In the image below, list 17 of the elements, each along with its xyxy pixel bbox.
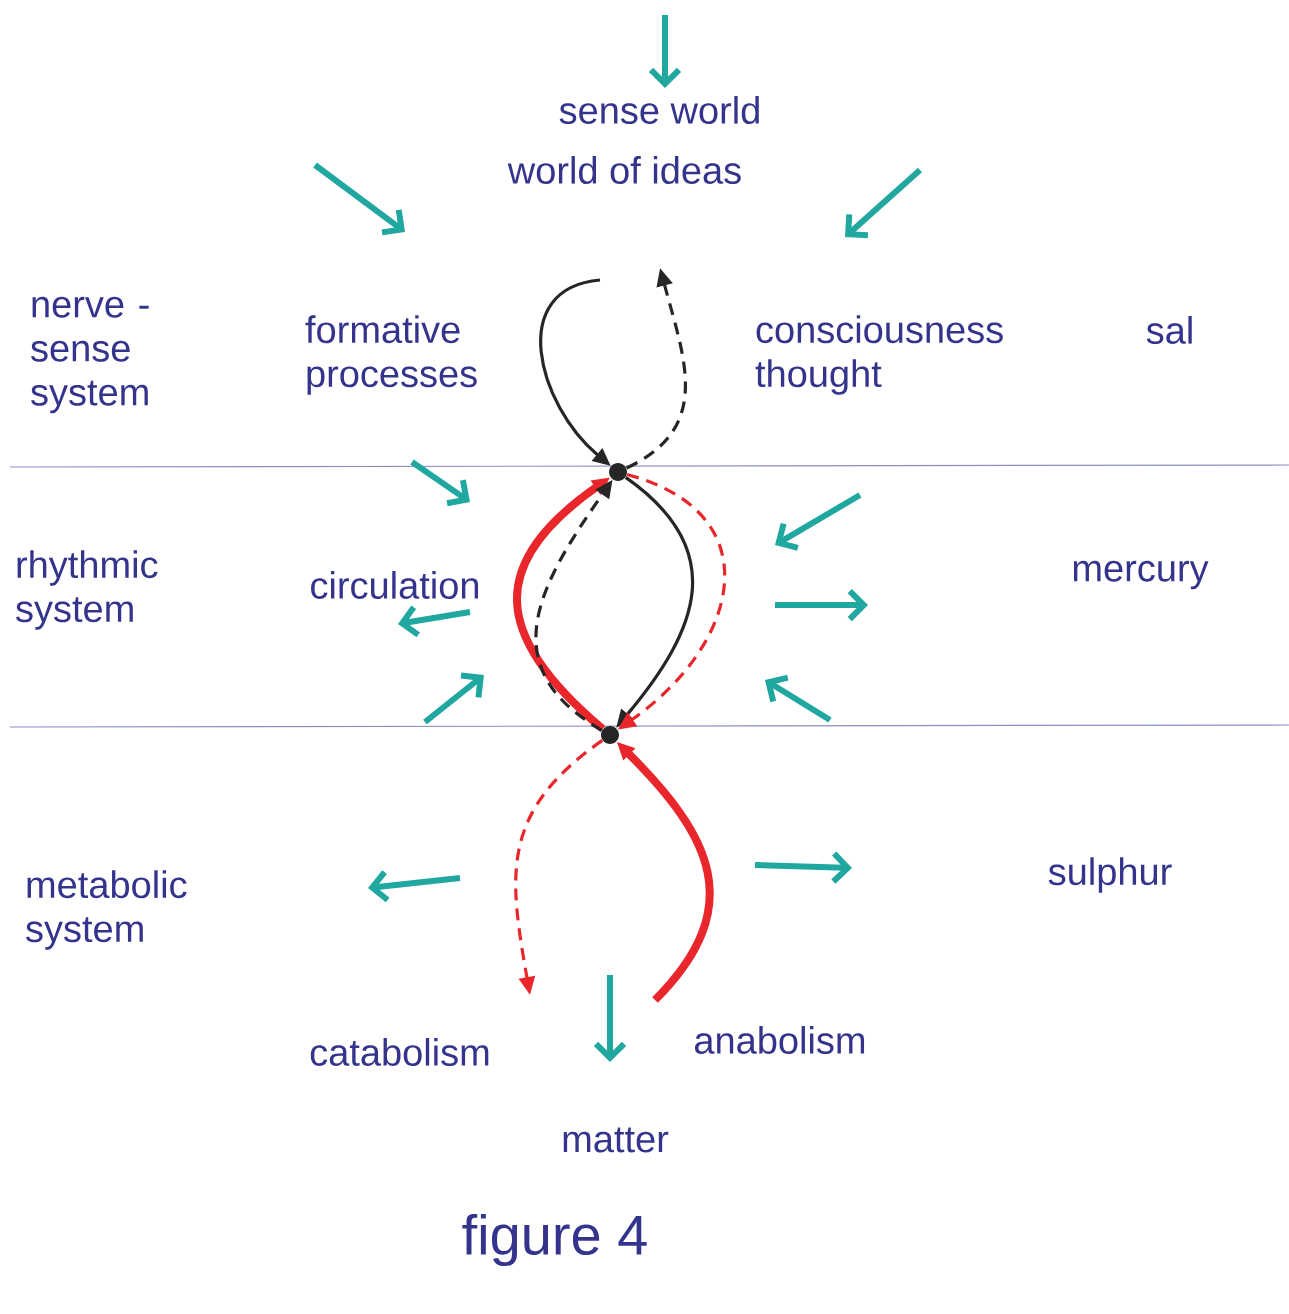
label: formative processes: [305, 315, 477, 395]
label: metabolic system: [26, 870, 187, 950]
label: sal: [1146, 316, 1192, 344]
label: consciousness thought: [755, 315, 1003, 395]
label: rhythmic system: [16, 550, 158, 630]
label: sense world: [559, 96, 759, 124]
junction-dot: [601, 726, 619, 744]
junction-dot: [609, 463, 627, 481]
label: mercury: [1073, 560, 1209, 590]
label: nerve - sense system: [31, 296, 149, 414]
label: sulphur: [1048, 857, 1172, 893]
label: anabolism: [695, 1026, 865, 1054]
label: circulation: [311, 571, 479, 599]
label: matter: [563, 1127, 669, 1153]
label: world of ideas: [507, 156, 741, 184]
label: catabolism: [310, 1038, 489, 1066]
figure-caption: figure 4: [462, 1213, 647, 1267]
